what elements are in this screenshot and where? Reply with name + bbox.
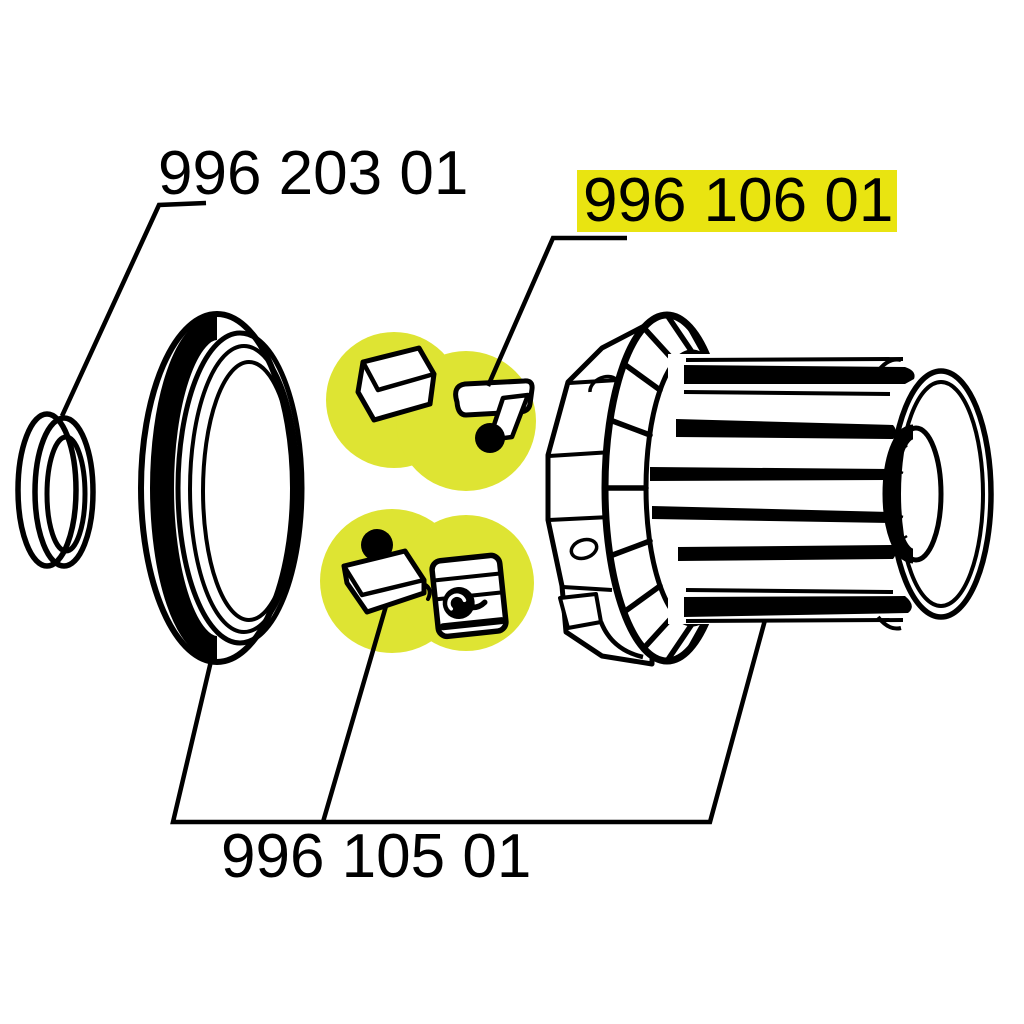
leader-part-106 <box>485 235 627 387</box>
freehub-spline-ridges <box>650 357 915 623</box>
lower-pawl-pair-drawing <box>341 529 509 640</box>
part-label-996-106-01[interactable]: 996 106 01 <box>577 170 897 232</box>
freehub-splined-body <box>650 354 994 631</box>
freehub-body-drawing <box>545 311 994 667</box>
leader-part-203 <box>59 200 207 417</box>
leader-part-105 <box>170 605 768 825</box>
leader-lines <box>59 200 768 825</box>
part-label-996-105-01[interactable]: 996 105 01 <box>221 822 532 891</box>
freehub-end-cap <box>876 357 994 631</box>
part-label-996-203-01[interactable]: 996 203 01 <box>158 139 469 208</box>
upper-pawl-pair-drawing <box>355 345 535 453</box>
seal-ring-drawing <box>138 311 305 665</box>
spacer-ring-drawing <box>15 411 96 569</box>
